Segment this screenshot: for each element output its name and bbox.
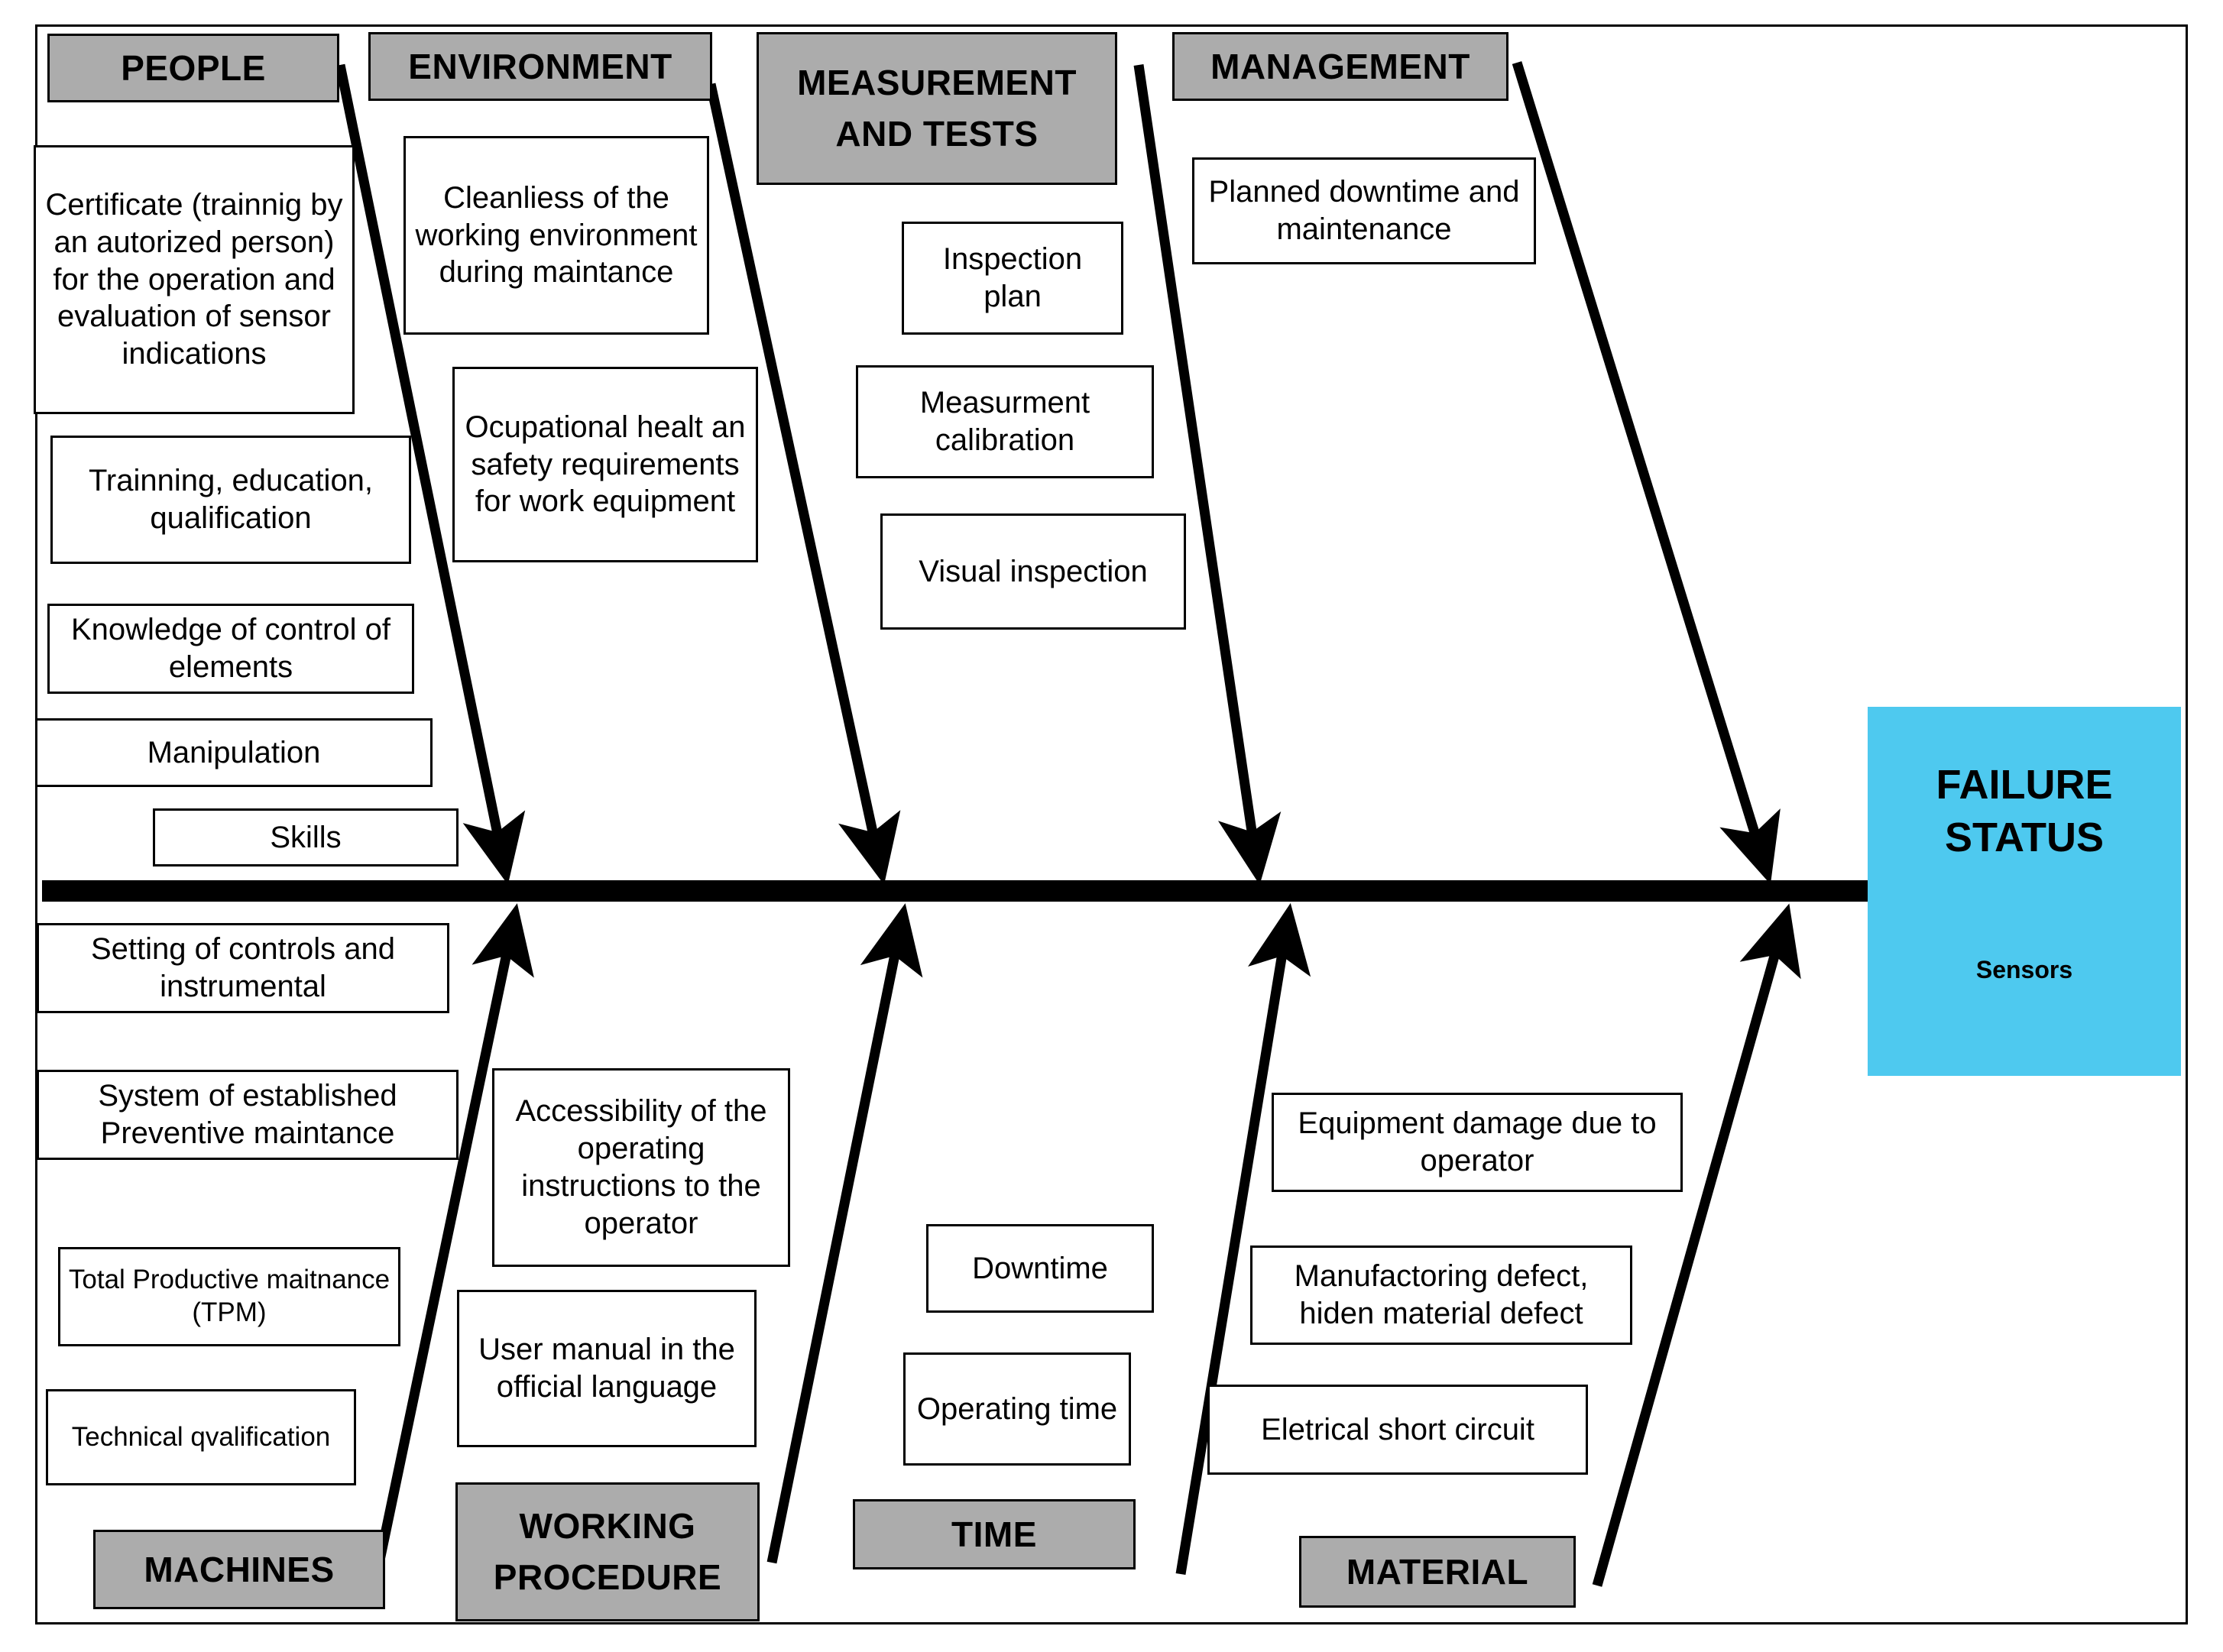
category-time[interactable]: TIME [853,1499,1136,1569]
cause-people-1[interactable]: Trainning, education, qualification [50,436,411,564]
cause-material-2[interactable]: Eletrical short circuit [1207,1385,1588,1475]
cause-working-procedure-0[interactable]: Accessibility of the operating instructi… [492,1068,790,1267]
cause-people-3[interactable]: Manipulation [35,718,433,787]
category-working-procedure[interactable]: WORKING PROCEDURE [455,1482,760,1621]
category-machines[interactable]: MACHINES [93,1530,385,1609]
cause-environment-0[interactable]: Cleanliess of the working environment du… [403,136,709,335]
category-environment-label: ENVIRONMENT [408,46,672,86]
category-measurement-label-line2: AND TESTS [835,114,1039,154]
cause-material-1[interactable]: Manufactoring defect, hiden material def… [1250,1245,1632,1345]
cause-measurement-1[interactable]: Measurment calibration [856,365,1154,478]
cause-environment-1[interactable]: Ocupational healt an safety requirements… [452,367,758,562]
cause-machines-2[interactable]: Total Productive maitnance (TPM) [58,1247,400,1346]
cause-measurement-0[interactable]: Inspection plan [902,222,1123,335]
spine [42,880,1872,902]
category-environment[interactable]: ENVIRONMENT [368,32,712,101]
category-measurement-and-tests[interactable]: MEASUREMENT AND TESTS [757,32,1117,185]
cause-people-0[interactable]: Certificate (trainnig by an autorized pe… [34,145,355,414]
category-working-procedure-label-line2: PROCEDURE [493,1557,722,1597]
effect-title-line1: FAILURE [1936,762,2113,808]
cause-machines-3[interactable]: Technical qvalification [46,1389,356,1485]
cause-machines-0[interactable]: Setting of controls and instrumental [37,923,449,1013]
category-people[interactable]: PEOPLE [47,34,339,102]
category-material-label: MATERIAL [1346,1551,1529,1592]
cause-measurement-2[interactable]: Visual inspection [880,513,1186,630]
category-machines-label: MACHINES [144,1549,335,1589]
category-working-procedure-label-line1: WORKING [519,1506,696,1547]
cause-time-1[interactable]: Operating time [903,1352,1131,1466]
effect-box-failure-status: FAILURE STATUS Sensors [1868,707,2181,1076]
category-material[interactable]: MATERIAL [1299,1536,1576,1608]
category-management[interactable]: MANAGEMENT [1172,32,1508,101]
cause-time-0[interactable]: Downtime [926,1224,1154,1313]
category-time-label: TIME [951,1514,1037,1554]
effect-title-line2: STATUS [1945,815,2104,861]
category-people-label: PEOPLE [121,47,266,88]
cause-management-0[interactable]: Planned downtime and maintenance [1192,157,1536,264]
diagram-frame [35,24,2188,1624]
cause-working-procedure-1[interactable]: User manual in the official language [457,1290,757,1447]
cause-people-4[interactable]: Skills [153,808,459,866]
effect-subtitle: Sensors [1975,956,2073,984]
cause-material-0[interactable]: Equipment damage due to operator [1272,1093,1683,1192]
category-measurement-label-line1: MEASUREMENT [797,63,1077,103]
cause-machines-1[interactable]: System of established Preventive maintan… [37,1070,459,1160]
category-management-label: MANAGEMENT [1210,46,1470,86]
cause-people-2[interactable]: Knowledge of control of elements [47,604,414,694]
